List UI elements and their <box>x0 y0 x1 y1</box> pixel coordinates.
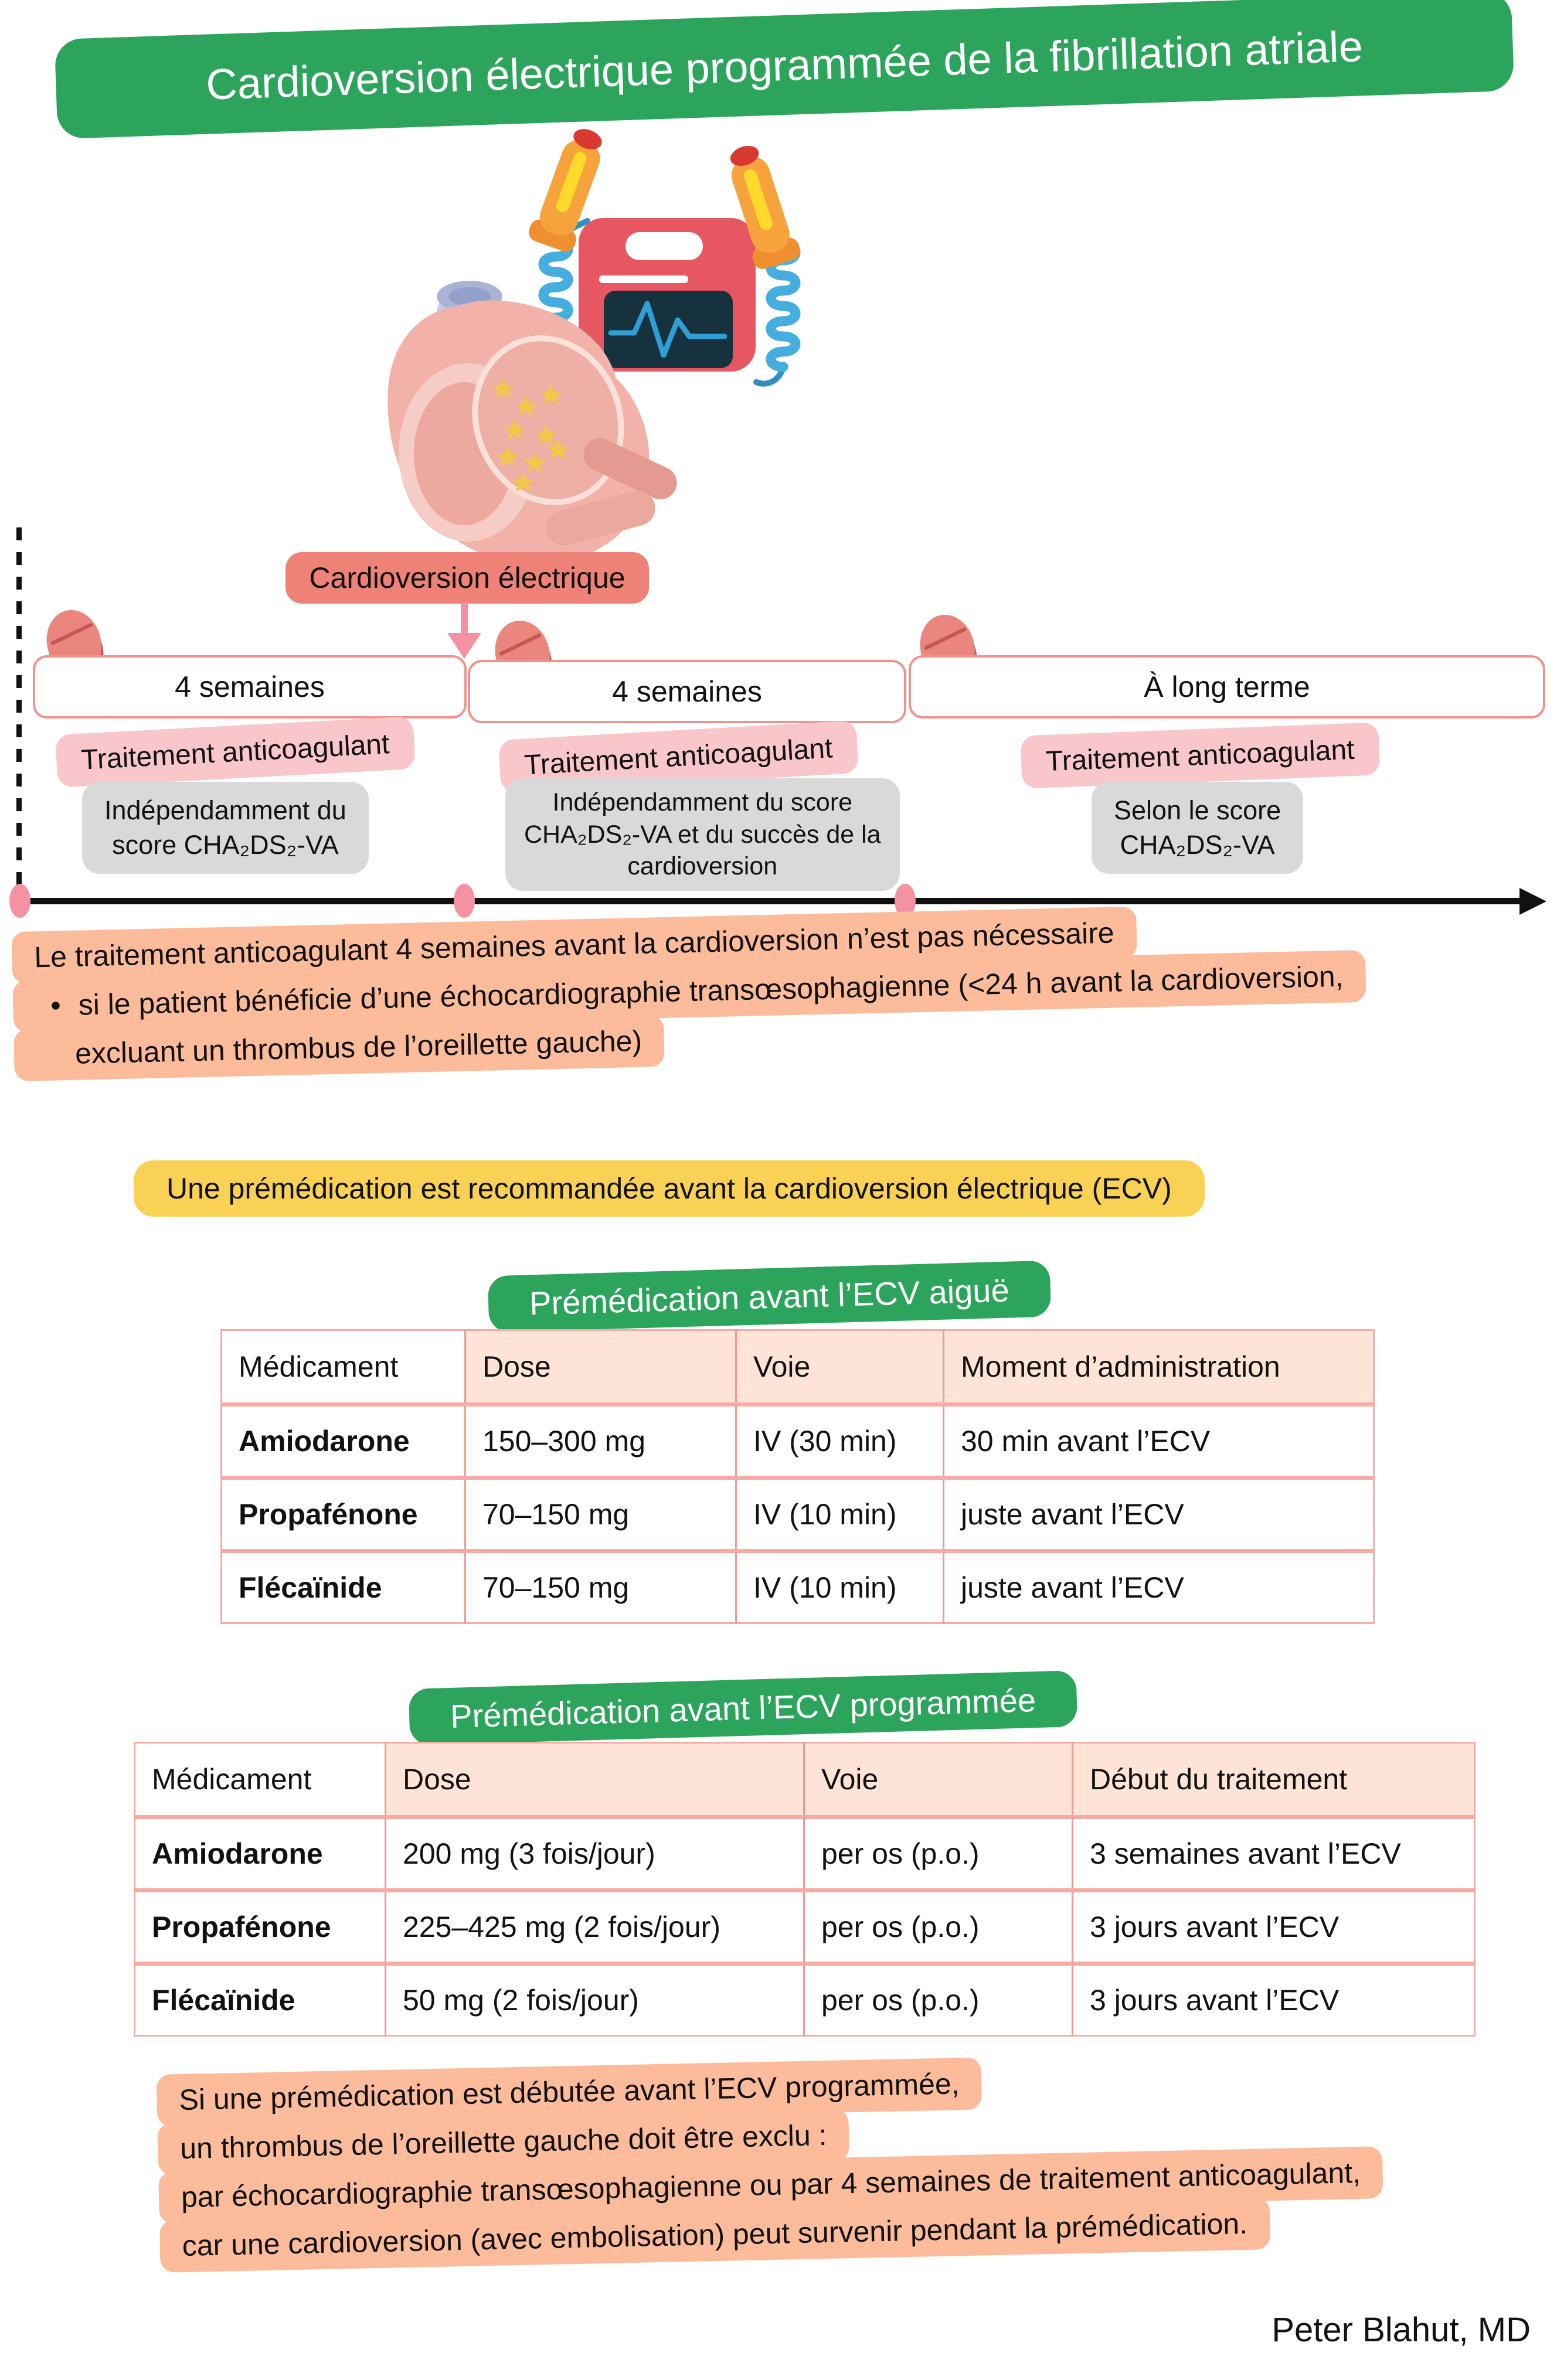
segment-duration-label: 4 semaines <box>175 670 325 703</box>
cell-route: IV (10 min) <box>735 1551 944 1623</box>
heart-icon <box>387 281 677 564</box>
timeline-segment-duration: 4 semaines <box>468 660 906 723</box>
cell-start: 3 jours avant l’ECV <box>1072 1890 1475 1964</box>
table-row: Amiodarone 200 mg (3 fois/jour) per os (… <box>134 1817 1475 1891</box>
table-row: Flécaïnide 50 mg (2 fois/jour) per os (p… <box>134 1963 1475 2036</box>
timeline-dot <box>454 884 475 918</box>
timeline-dot <box>9 884 30 918</box>
table-planned: Médicament Dose Voie Début du traitement… <box>134 1742 1476 2037</box>
table-header-row: Médicament Dose Voie Moment d’administra… <box>222 1330 1374 1405</box>
cell-drug: Propafénone <box>152 1911 331 1943</box>
table-row: Flécaïnide 70–150 mg IV (10 min) juste a… <box>221 1551 1374 1623</box>
table-row: Propafénone 70–150 mg IV (10 min) juste … <box>221 1477 1374 1551</box>
timeline-start-dashed-line <box>16 527 22 898</box>
cell-route: IV (10 min) <box>735 1477 944 1551</box>
treatment-highlight: Traitement anticoagulant <box>55 716 416 788</box>
flow-label: Cardioversion électrique <box>285 552 649 604</box>
cell-drug: Amiodarone <box>239 1425 410 1458</box>
author-signature: Peter Blahut, MD <box>1272 2311 1531 2349</box>
table-title-acute: Prémédication avant l’ECV aiguë <box>487 1260 1051 1333</box>
table-row: Propafénone 225–425 mg (2 fois/jour) per… <box>134 1890 1475 1964</box>
column-header: Médicament <box>239 1350 399 1383</box>
thrombus-warning-note: Si une prémédication est débutée avant l… <box>156 2052 1385 2273</box>
paddle-icon <box>730 145 800 270</box>
score-note: Selon le score CHA₂DS₂-VA <box>1092 782 1304 874</box>
cell-drug: Amiodarone <box>152 1837 323 1870</box>
cell-dose: 200 mg (3 fois/jour) <box>385 1817 804 1891</box>
segment-duration-label: 4 semaines <box>612 675 762 708</box>
segment-duration-label: À long terme <box>1144 670 1310 703</box>
treatment-highlight: Traitement anticoagulant <box>1020 722 1381 789</box>
cell-dose: 50 mg (2 fois/jour) <box>385 1963 804 2036</box>
paddle-icon <box>529 129 602 252</box>
timeline-arrowhead-icon <box>1519 888 1546 915</box>
cell-timing: juste avant l’ECV <box>943 1551 1374 1623</box>
cell-route: per os (p.o.) <box>803 1890 1073 1964</box>
cell-timing: juste avant l’ECV <box>943 1477 1374 1551</box>
column-header: Dose <box>464 1330 736 1405</box>
cell-route: per os (p.o.) <box>803 1963 1073 2036</box>
column-header: Dose <box>385 1742 804 1817</box>
table-header-row: Médicament Dose Voie Début du traitement <box>135 1742 1475 1817</box>
cell-dose: 150–300 mg <box>464 1404 736 1478</box>
heart-defibrillator-illustration <box>387 129 801 564</box>
timeline-axis <box>11 898 1523 904</box>
cell-drug: Flécaïnide <box>239 1571 382 1604</box>
cell-dose: 70–150 mg <box>464 1477 736 1551</box>
cell-drug: Propafénone <box>239 1498 418 1531</box>
page-title: Cardioversion électrique programmée de l… <box>54 0 1515 139</box>
column-header: Début du traitement <box>1072 1742 1475 1817</box>
cell-dose: 225–425 mg (2 fois/jour) <box>385 1890 804 1964</box>
column-header: Moment d’administration <box>943 1330 1374 1405</box>
cell-timing: 30 min avant l’ECV <box>943 1404 1374 1478</box>
column-header: Voie <box>735 1330 944 1405</box>
defibrillator-icon <box>579 218 756 372</box>
score-note: Indépendamment du score CHA₂DS₂-VA <box>82 782 369 874</box>
table-row: Amiodarone 150–300 mg IV (30 min) 30 min… <box>221 1404 1374 1478</box>
cell-start: 3 semaines avant l’ECV <box>1072 1817 1475 1891</box>
cell-dose: 70–150 mg <box>464 1551 736 1623</box>
cell-start: 3 jours avant l’ECV <box>1072 1963 1475 2036</box>
cell-route: IV (30 min) <box>735 1404 944 1478</box>
down-arrow-icon <box>461 602 468 635</box>
premedication-recommendation-banner: Une prémédication est recommandée avant … <box>134 1160 1205 1217</box>
anticoagulation-note: Le traitement anticoagulant 4 semaines a… <box>11 905 1367 1082</box>
cell-drug: Flécaïnide <box>152 1984 295 2017</box>
down-arrow-icon <box>447 633 481 659</box>
table-acute: Médicament Dose Voie Moment d’administra… <box>220 1329 1375 1624</box>
timeline-segment-duration: 4 semaines <box>33 655 467 719</box>
bullet-icon: • <box>50 989 62 1022</box>
cell-route: per os (p.o.) <box>803 1817 1073 1891</box>
column-header: Voie <box>803 1742 1073 1817</box>
star-icon <box>491 377 570 492</box>
table-title-planned: Prémédication avant l’ECV programmée <box>408 1670 1078 1745</box>
ecg-trace <box>608 301 727 358</box>
column-header: Médicament <box>152 1763 312 1796</box>
timeline-segment-duration: À long terme <box>909 655 1545 719</box>
score-note: Indépendamment du score CHA₂DS₂-VA et du… <box>505 778 900 891</box>
